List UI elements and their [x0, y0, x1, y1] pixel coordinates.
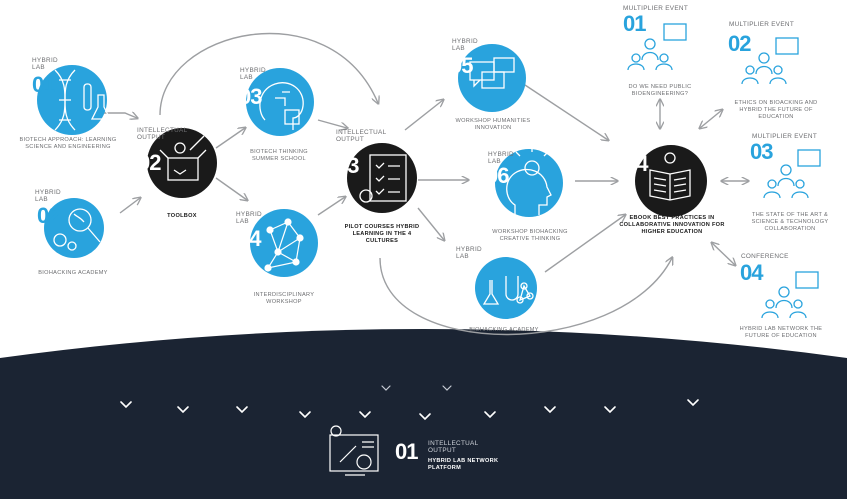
dna-icon [37, 65, 112, 135]
hybrid-lab-02-tag: HYBRID LAB [35, 189, 61, 203]
me-03-caption: THE STATE OF THE ART & SCIENCE & TECHNOL… [751, 212, 829, 232]
hybrid-lab-03-caption: BIOTECH THINKING SUMMER SCHOOL [250, 149, 308, 162]
io-03-caption: PILOT COURSES HYBRID LEARNING IN THE 4 C… [344, 224, 420, 244]
me-02-caption: ETHICS ON BIOACKING AND HYBRID THE FUTUR… [734, 100, 818, 120]
hybrid-lab-05-caption: WORKSHOP HUMANITIES INNOVATION [455, 118, 531, 131]
hybrid-lab-03-tag: HYBRID LAB [240, 67, 266, 81]
io-02-number: 02 [138, 150, 162, 175]
hybrid-lab-05-number: 05 [450, 53, 474, 78]
network-icon [250, 209, 318, 277]
me-01-tag: MULTIPLIER EVENT [623, 5, 689, 12]
magnifier-gears-icon [44, 198, 104, 258]
toolbox-icon [147, 128, 217, 198]
io-02-tag: INTELLECTUAL OUTPUT [137, 127, 188, 141]
hybrid-lab-01-number: 01 [32, 72, 56, 97]
hybrid-lab-01-tag: HYBRID LAB [32, 57, 58, 71]
chevron-row [120, 399, 699, 421]
me-02-tag: MULTIPLIER EVENT [729, 21, 795, 28]
audience-icon-me01 [627, 23, 687, 71]
footer-band [0, 329, 847, 499]
me-03-number: 03 [750, 139, 774, 164]
io-01-tag: INTELLECTUAL OUTPUT [428, 440, 479, 454]
me-02-number: 02 [728, 31, 752, 56]
hybrid-lab-07-tag: HYBRID LAB [456, 246, 482, 260]
hybrid-lab-02-number: 02 [37, 203, 61, 228]
audience-icon-me03 [763, 149, 821, 199]
io-03-number: 03 [336, 153, 360, 178]
open-book-icon [635, 145, 707, 217]
hybrid-lab-01-caption: BIOTECH APPROACH: LEARNING SCIENCE AND E… [19, 137, 117, 150]
hybrid-lab-04-caption: INTERDISCIPLINARY WORKSHOP [253, 292, 315, 305]
io-04-number: 04 [625, 151, 649, 176]
flow-arrows [100, 32, 748, 336]
checklist-icon [347, 143, 417, 213]
head-bulb-icon [495, 146, 563, 217]
io-02-caption: TOOLBOX [167, 213, 197, 219]
io-04-caption: EBOOK BEST PRACTICES IN COLLABORATIVE IN… [619, 215, 725, 235]
me-01-number: 01 [623, 11, 647, 36]
audience-icon-me02 [741, 37, 799, 85]
hybrid-lab-06-caption: WORKSHOP BIOHACKING CREATIVE THINKING [492, 229, 568, 242]
lab-flasks-icon [475, 257, 537, 319]
platform-icon [329, 425, 379, 476]
me-01-caption: DO WE NEED PUBLIC BIOENGINEERING? [628, 84, 692, 97]
hybrid-lab-04-number: 04 [238, 226, 262, 251]
io-01-number: 01 [395, 439, 419, 464]
speech-bubbles-icon [458, 44, 526, 112]
io-03-tag: INTELLECTUAL OUTPUT [336, 129, 387, 143]
chevron-row-faint [381, 385, 452, 391]
conf-04-number: 04 [740, 260, 764, 285]
hybrid-lab-07-number: 07 [455, 260, 479, 285]
hybrid-lab-05-tag: HYBRID LAB [452, 38, 478, 52]
hybrid-lab-06-tag: HYBRID LAB [488, 151, 514, 165]
me-03-tag: MULTIPLIER EVENT [752, 133, 818, 140]
hybrid-lab-04-tag: HYBRID LAB [236, 211, 262, 225]
conf-04-tag: CONFERENCE [741, 253, 789, 260]
hybrid-lab-03-number: 03 [239, 84, 263, 109]
hybrid-lab-02-caption: BIOHACKING ACADEMY [38, 270, 108, 276]
hybrid-lab-06-number: 06 [486, 163, 510, 188]
io-01-caption: HYBRID LAB NETWORK PLATFORM [428, 458, 499, 471]
audience-icon-conf04 [761, 271, 819, 319]
conf-04-caption: HYBRID LAB NETWORK THE FUTURE OF EDUCATI… [739, 326, 823, 339]
brain-chip-icon [246, 68, 314, 136]
hybrid-lab-07-caption: BIOHACKING ACADEMY [469, 327, 539, 333]
